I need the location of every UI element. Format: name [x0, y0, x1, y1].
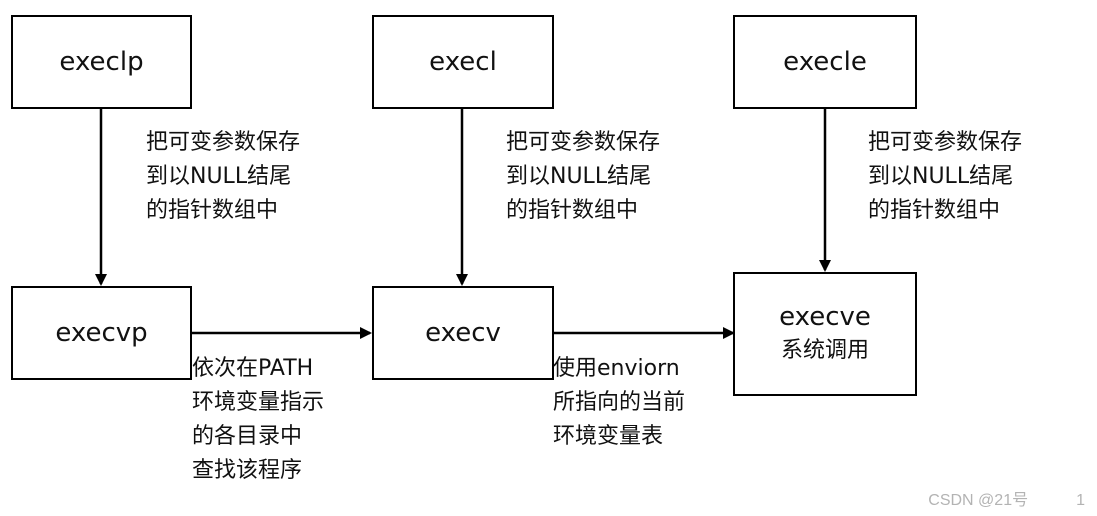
note-execl: 把可变参数保存 到以NULL结尾 的指针数组中 [506, 126, 660, 228]
box-execv-label: execv [425, 318, 501, 348]
note-line: 环境变量指示 [192, 390, 325, 415]
note-line: 把可变参数保存 [146, 130, 301, 155]
note-execvp: 依次在PATH 环境变量指示 的各目录中 查找该程序 [192, 352, 324, 488]
note-line: 环境变量表 [553, 424, 664, 449]
note-execle: 把可变参数保存 到以NULL结尾 的指针数组中 [868, 126, 1022, 228]
box-execle-label: execle [783, 47, 867, 77]
watermark: CSDN @21号 1 [928, 486, 1085, 510]
box-execle: execle [733, 15, 917, 109]
note-line: 到以NULL结尾 [868, 164, 1014, 189]
note-line: 的指针数组中 [868, 198, 1001, 223]
note-line: 到以NULL结尾 [146, 164, 292, 189]
watermark-text: CSDN @21号 [928, 492, 1029, 509]
box-execve-sublabel: 系统调用 [780, 338, 869, 363]
note-line: 查找该程序 [192, 458, 303, 483]
note-execlp: 把可变参数保存 到以NULL结尾 的指针数组中 [146, 126, 300, 228]
note-line: 使用enviorn [553, 356, 680, 381]
note-line: 把可变参数保存 [506, 130, 661, 155]
note-line: 的各目录中 [192, 424, 303, 449]
note-line: 到以NULL结尾 [506, 164, 652, 189]
note-execv: 使用enviorn 所指向的当前 环境变量表 [553, 352, 685, 454]
box-execlp: execlp [11, 15, 192, 109]
page-number: 1 [1076, 492, 1085, 509]
note-line: 的指针数组中 [506, 198, 639, 223]
box-execvp: execvp [11, 286, 192, 380]
note-line: 的指针数组中 [146, 198, 279, 223]
box-execv: execv [372, 286, 554, 380]
box-execve-label: execve [779, 302, 871, 332]
note-line: 所指向的当前 [553, 390, 686, 415]
note-line: 把可变参数保存 [868, 130, 1023, 155]
box-execvp-label: execvp [55, 318, 148, 348]
box-execl: execl [372, 15, 554, 109]
box-execlp-label: execlp [59, 47, 144, 77]
box-execl-label: execl [429, 47, 497, 77]
note-line: 依次在PATH [192, 356, 314, 381]
box-execve: execve 系统调用 [733, 272, 917, 396]
